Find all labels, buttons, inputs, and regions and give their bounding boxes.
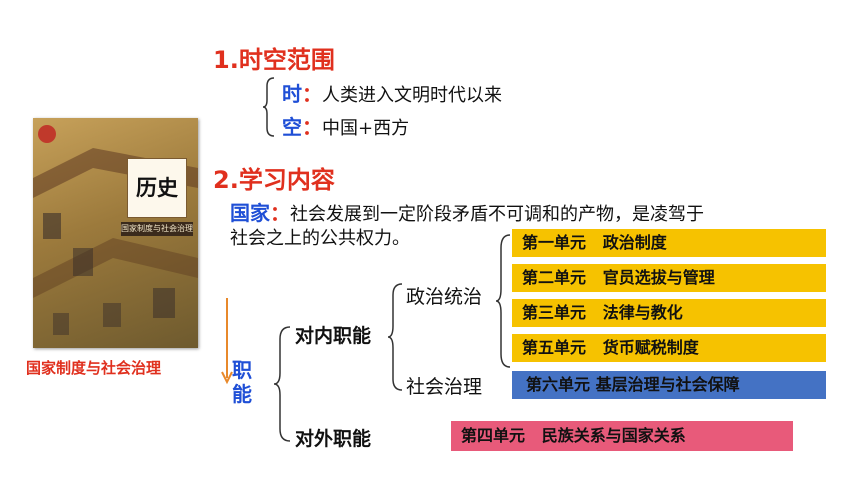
- functions-brace: [273, 326, 291, 442]
- space-row: 空：中国+西方: [282, 111, 409, 140]
- social-governance-label: 社会治理: [406, 376, 483, 398]
- time-colon: ：: [302, 82, 322, 106]
- time-row: 时：人类进入文明时代以来: [282, 78, 502, 107]
- space-key: 空: [282, 115, 302, 139]
- space-text: 中国+西方: [322, 118, 410, 139]
- space-colon: ：: [302, 115, 322, 139]
- state-definition-line1: 国家：社会发展到一定阶段矛盾不可调和的产物，是凌驾于: [230, 197, 704, 226]
- state-text-2: 社会之上的公共权力。: [230, 228, 410, 249]
- unit-box-political-5: 第五单元 货币赋税制度: [512, 334, 826, 362]
- functions-label: 职能: [232, 358, 252, 406]
- unit-box-political-2: 第二单元 官员选拔与管理: [512, 264, 826, 292]
- state-colon: ：: [270, 201, 290, 225]
- political-rule-label: 政治统治: [406, 286, 483, 308]
- textbook-cover: 历史 国家制度与社会治理: [33, 118, 198, 348]
- section2-heading: 2.学习内容: [213, 166, 335, 194]
- unit-box-political-3: 第三单元 法律与教化: [512, 299, 826, 327]
- unit-box-political-1: 第一单元 政治制度: [512, 229, 826, 257]
- unit-box-social: 第六单元 基层治理与社会保障: [512, 371, 826, 399]
- down-arrow-icon: [221, 298, 233, 385]
- section1-heading: 1.时空范围: [213, 46, 335, 74]
- state-key: 国家: [230, 201, 270, 225]
- cover-subtitle: 国家制度与社会治理: [121, 222, 193, 236]
- internal-brace: [387, 283, 403, 391]
- book-caption: 国家制度与社会治理: [26, 359, 162, 377]
- political-brace: [495, 234, 511, 368]
- internal-functions-label: 对内职能: [295, 325, 372, 347]
- unit-box-external: 第四单元 民族关系与国家关系: [451, 421, 793, 451]
- time-key: 时: [282, 82, 302, 106]
- external-functions-label: 对外职能: [295, 428, 372, 450]
- cover-title: 历史: [127, 158, 187, 218]
- section1-brace: [262, 77, 275, 137]
- state-text-1: 社会发展到一定阶段矛盾不可调和的产物，是凌驾于: [290, 204, 704, 225]
- time-text: 人类进入文明时代以来: [322, 85, 502, 106]
